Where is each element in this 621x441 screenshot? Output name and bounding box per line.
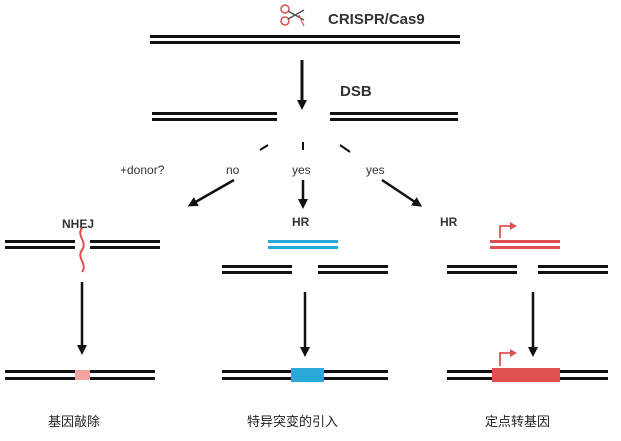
- broken-dna: [152, 112, 458, 121]
- hr-middle-label: HR: [292, 215, 310, 229]
- promoter-arrow-icon: [499, 222, 517, 238]
- hr-right-template: [447, 222, 608, 274]
- promoter-arrow-icon: [499, 349, 517, 366]
- hr-right-label: HR: [440, 215, 458, 229]
- right-answer-label: yes: [366, 163, 385, 177]
- nhej-label: NHEJ: [62, 217, 94, 231]
- middle-answer-label: yes: [292, 163, 311, 177]
- left-answer-label: no: [226, 163, 240, 177]
- nhej-break-squiggle: [79, 227, 85, 273]
- arrow-left-branch: [187, 178, 235, 207]
- title-label: CRISPR/Cas9: [328, 11, 425, 28]
- branch-connectors: [259, 142, 351, 153]
- knockout-result-dna: [5, 370, 155, 380]
- mutation-result-dna: [222, 368, 388, 382]
- outcome-transgene: 定点转基因: [485, 415, 550, 430]
- scissors-icon: [280, 4, 305, 27]
- question-label: +donor?: [120, 163, 165, 177]
- arrow-right-branch: [381, 178, 423, 207]
- dsb-label: DSB: [340, 83, 372, 100]
- outcome-mutation: 特异突变的引入: [247, 414, 338, 430]
- hr-middle-template: [222, 240, 388, 274]
- nhej-dna: [5, 227, 160, 273]
- outcome-knockout: 基因敲除: [48, 414, 100, 430]
- intact-dna: [150, 35, 460, 44]
- transgene-result-dna: [447, 349, 608, 382]
